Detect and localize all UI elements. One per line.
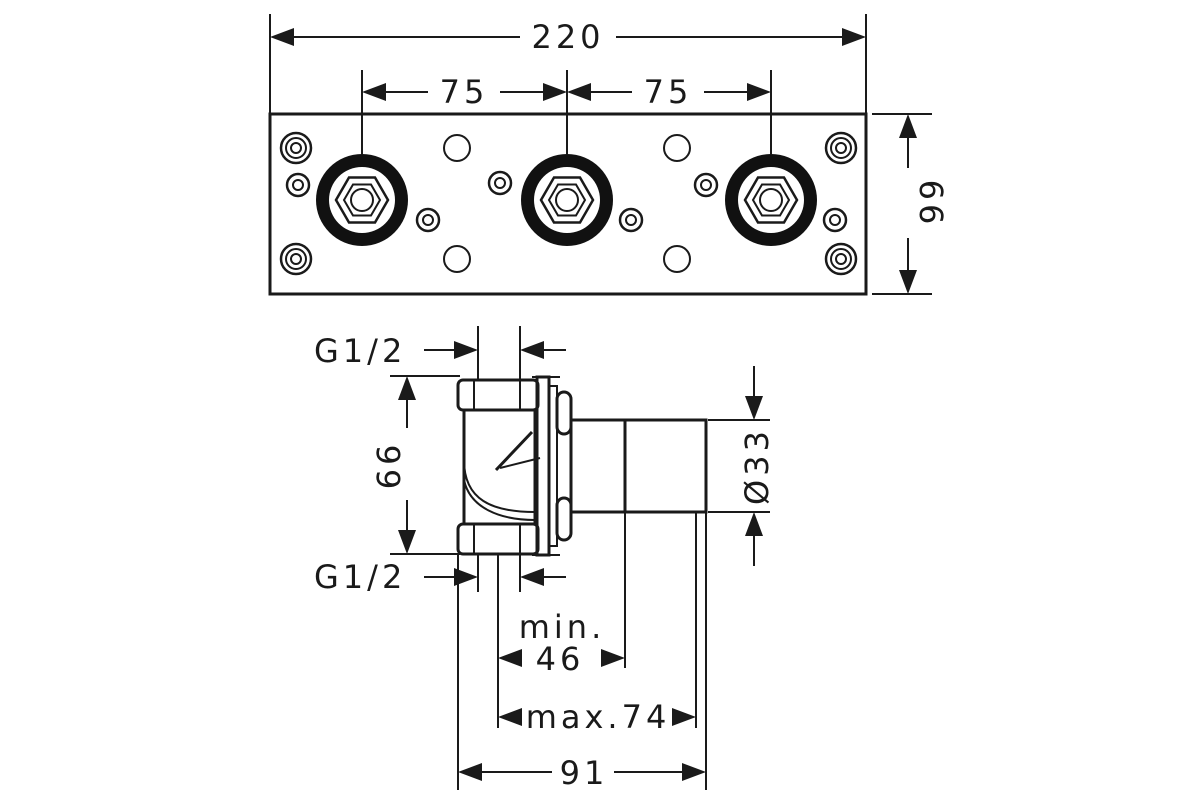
plain-holes [443, 134, 691, 273]
side-view: G1/2 G1/2 66 [314, 326, 776, 792]
valve-connectors [314, 152, 819, 248]
dimension-plate-height: 66 [899, 114, 950, 294]
dimension-label-max-74: max.74 [526, 698, 671, 736]
dimension-min-depth: min. 46 [498, 608, 625, 678]
top-view: 220 75 75 66 [268, 14, 950, 296]
dimension-label-diameter: Ø33 [738, 427, 776, 505]
dimension-label-220: 220 [531, 18, 604, 56]
thread-bottom-label: G1/2 [314, 558, 406, 596]
dimension-spacing-left: 75 [362, 73, 567, 111]
dimension-label-91: 91 [560, 754, 609, 792]
dimension-max-depth: max.74 [498, 698, 696, 736]
dimension-diameter: Ø33 [708, 366, 776, 566]
dimension-label-46: 46 [536, 640, 585, 678]
dimension-label-75-right: 75 [644, 73, 693, 111]
dimension-overall-width: 220 [270, 18, 866, 56]
dimension-label-75-left: 75 [440, 73, 489, 111]
dimension-overall-depth: 91 [458, 754, 706, 792]
thread-top-label: G1/2 [314, 332, 406, 370]
thread-bottom-dimension: G1/2 [314, 558, 566, 596]
valve-body [456, 375, 708, 557]
dimension-side-height: 66 [370, 375, 460, 555]
thread-top-dimension: G1/2 [314, 332, 566, 370]
dimension-label-66-top: 66 [912, 180, 950, 229]
dimension-spacing-right: 75 [567, 73, 771, 111]
min-label: min. [519, 608, 606, 646]
dimension-label-66-side: 66 [370, 441, 408, 490]
